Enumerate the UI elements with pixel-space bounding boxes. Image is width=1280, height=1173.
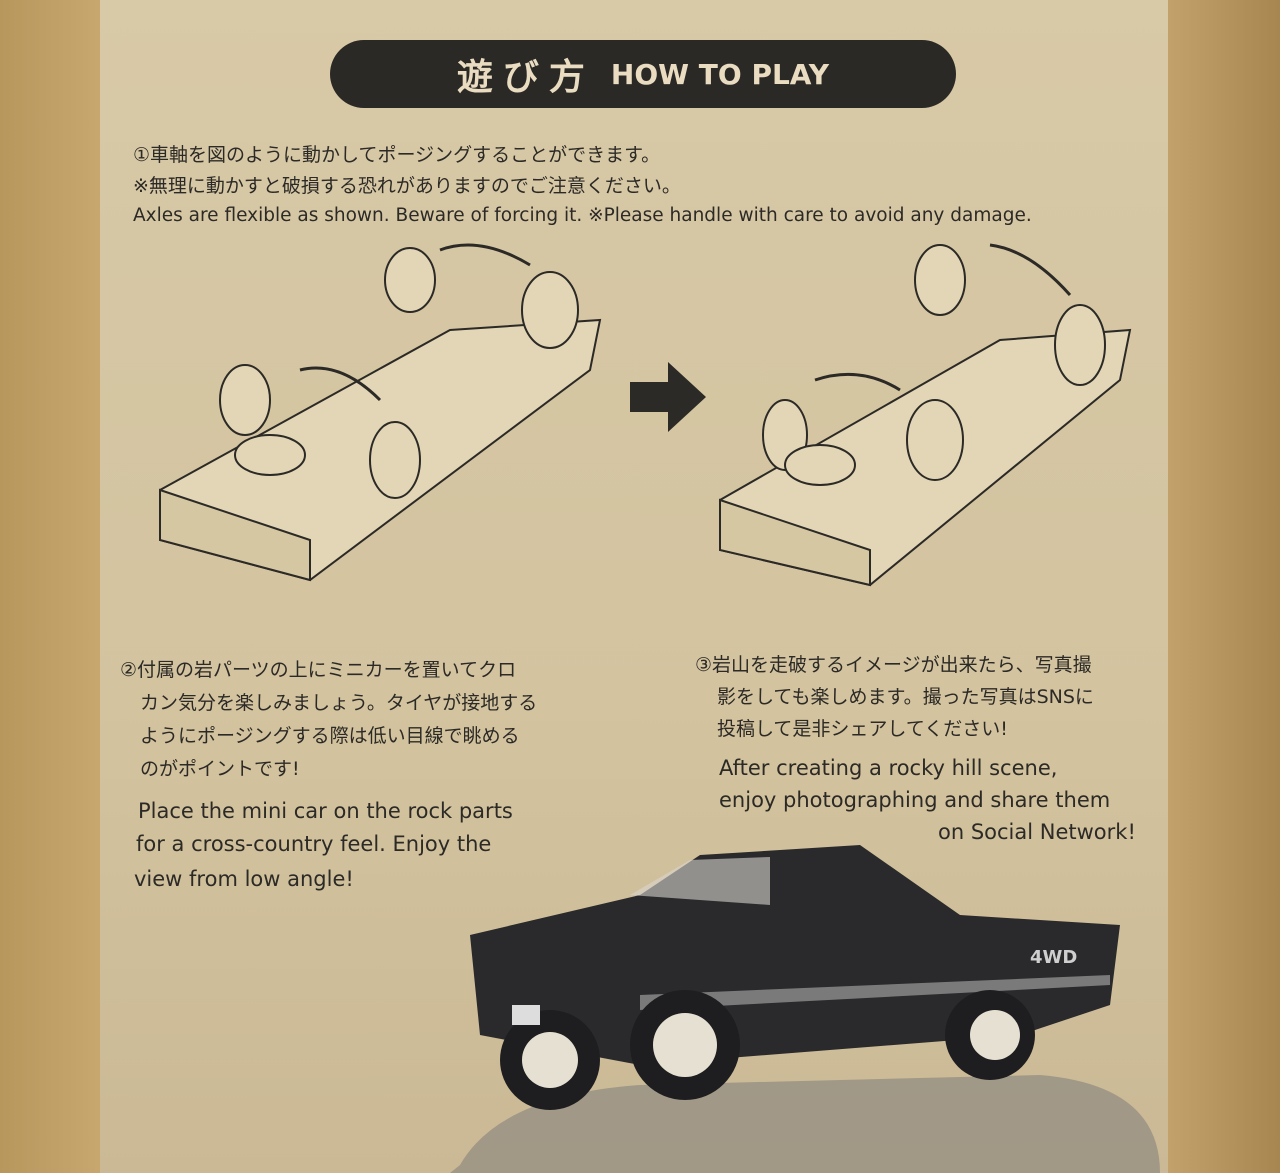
truck-badge: 4WD [1030,947,1077,968]
arrow-right-icon [630,362,706,432]
step3-jp-line: ③岩山を走破するイメージが出来たら、写真撮 [695,654,1092,676]
step2-jp-line: カン気分を楽しみましょう。タイヤが接地する [140,692,538,714]
step1-jp-line2: ※無理に動かすと破損する恐れがありますのでご注意ください。 [133,175,681,197]
step2-jp-line: のがポイントです! [140,758,300,780]
step1-jp-line1: ①車軸を図のように動かしてポージングすることができます。 [133,144,661,166]
box-flap-left [0,0,110,1173]
truck-photo: 4WD [450,845,1160,1173]
step1-en: Axles are flexible as shown. Beware of f… [133,205,1032,226]
step3-en-line: After creating a rocky hill scene, [719,756,1058,780]
step2-jp-line: ようにポージングする際は低い目線で眺める [140,725,520,747]
step3-en-line: on Social Network! [938,820,1136,844]
title-en: HOW TO PLAY [610,57,830,91]
title-banner: 遊び方 HOW TO PLAY [330,40,956,108]
step2-en-line: view from low angle! [134,867,354,891]
step2-jp-line: ②付属の岩パーツの上にミニカーを置いてクロ [120,659,517,681]
step3-jp-line: 影をしても楽しめます。撮った写真はSNSに [717,686,1094,708]
step3-en-line: enjoy photographing and share them [719,788,1111,812]
step2-en-line: for a cross-country feel. Enjoy the [136,832,492,856]
car-diagram-before [159,243,602,582]
box-flap-right [1160,0,1280,1173]
title-jp: 遊び方 [456,57,595,98]
car-diagram-after [719,243,1132,587]
step2-en-line: Place the mini car on the rock parts [138,799,513,823]
step3-jp-line: 投稿して是非シェアしてください! [717,718,1008,740]
